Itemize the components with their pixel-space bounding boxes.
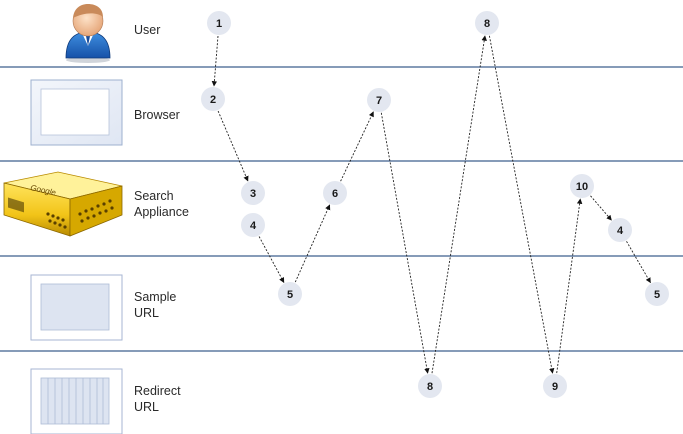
step-circle [543,374,567,398]
step-marker-s10: 10 [570,174,594,198]
step-marker-s5a: 5 [278,282,302,306]
step-number: 5 [654,289,660,301]
flow-arrow-s10-to-s4b [590,195,612,221]
step-marker-s4a: 4 [241,213,265,237]
flow-arrow-s4a-to-s5a [258,236,285,283]
step-marker-s3: 3 [241,181,265,205]
step-circle [645,282,669,306]
step-number: 4 [250,220,257,232]
lane-label-browser: Browser [134,108,180,122]
step-number: 7 [376,95,382,107]
step-number: 8 [427,381,433,393]
step-circle [241,181,265,205]
step-marker-s6: 6 [323,181,347,205]
step-circle [323,181,347,205]
flow-arrow-s5a-to-s6 [294,204,331,283]
flow-arrow-s1-to-s2 [211,35,219,87]
sample-url-page-icon [30,274,123,341]
user-avatar-icon [65,4,111,63]
lane-label-redirect-url: Redirect URL [134,384,184,414]
step-number: 3 [250,188,256,200]
step-marker-s9: 9 [543,374,567,398]
step-number: 5 [287,289,293,301]
flow-arrows [211,35,651,374]
step-marker-s2: 2 [201,87,225,111]
step-circle [241,213,265,237]
flow-arrow-s8a-to-s8b [431,35,487,374]
redirect-url-page-icon [30,368,123,434]
search-appliance-server-icon: Google [3,171,123,237]
step-circle [418,374,442,398]
step-circle [475,11,499,35]
step-circle [608,218,632,242]
step-circle [207,11,231,35]
step-circle [278,282,302,306]
step-number: 10 [576,181,588,193]
step-number: 1 [216,18,222,30]
flow-arrow-s9-to-s10 [556,198,583,374]
lane-label-user: User [134,23,160,37]
lane-label-search-appliance: Search Appliance [134,189,189,219]
step-number: 4 [617,225,624,237]
step-circle [367,88,391,112]
step-marker-s5b: 5 [645,282,669,306]
flow-arrow-s8b-to-s9 [488,35,555,374]
step-marker-s8b: 8 [475,11,499,35]
step-marker-s1: 1 [207,11,231,35]
step-number: 9 [552,381,558,393]
step-number: 8 [484,18,490,30]
step-number: 2 [210,94,216,106]
step-circle [201,87,225,111]
step-marker-s8a: 8 [418,374,442,398]
step-markers: 1 2 3 4 5 6 7 8 8 9 10 4 5 [201,11,669,398]
step-marker-s4b: 4 [608,218,632,242]
flow-arrow-s2-to-s3 [217,110,249,182]
step-number: 6 [332,188,338,200]
browser-window-icon [30,79,123,146]
flow-arrow-s7-to-s8a [380,112,430,374]
flow-arrow-s4b-to-s5b [626,241,651,284]
step-circle [570,174,594,198]
flow-arrow-s6-to-s7 [340,111,374,182]
step-marker-s7: 7 [367,88,391,112]
lane-label-sample-url: Sample URL [134,290,180,320]
